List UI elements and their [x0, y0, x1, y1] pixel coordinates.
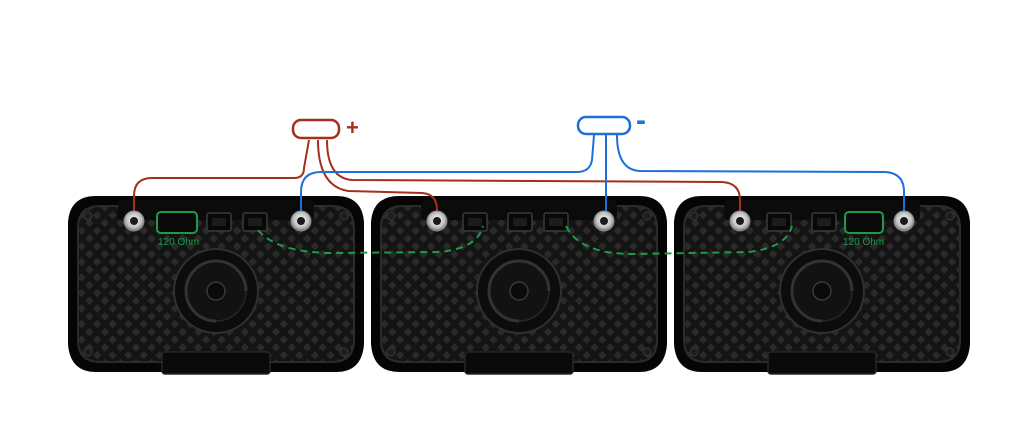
- positive-wiring: [133, 118, 741, 220]
- termination-label-right: 120 Ohm: [843, 237, 884, 248]
- minus-sign: -: [636, 104, 646, 137]
- termination-resistor-right: 120 Ohm: [843, 211, 884, 248]
- negative-wiring: [300, 115, 905, 220]
- termination-label-left: 120 Ohm: [158, 237, 199, 248]
- can-bus-wiring: [257, 225, 793, 256]
- termination-resistor-left: 120 Ohm: [156, 211, 199, 248]
- plus-sign: +: [346, 115, 359, 140]
- terminal-post-icon: [123, 210, 915, 232]
